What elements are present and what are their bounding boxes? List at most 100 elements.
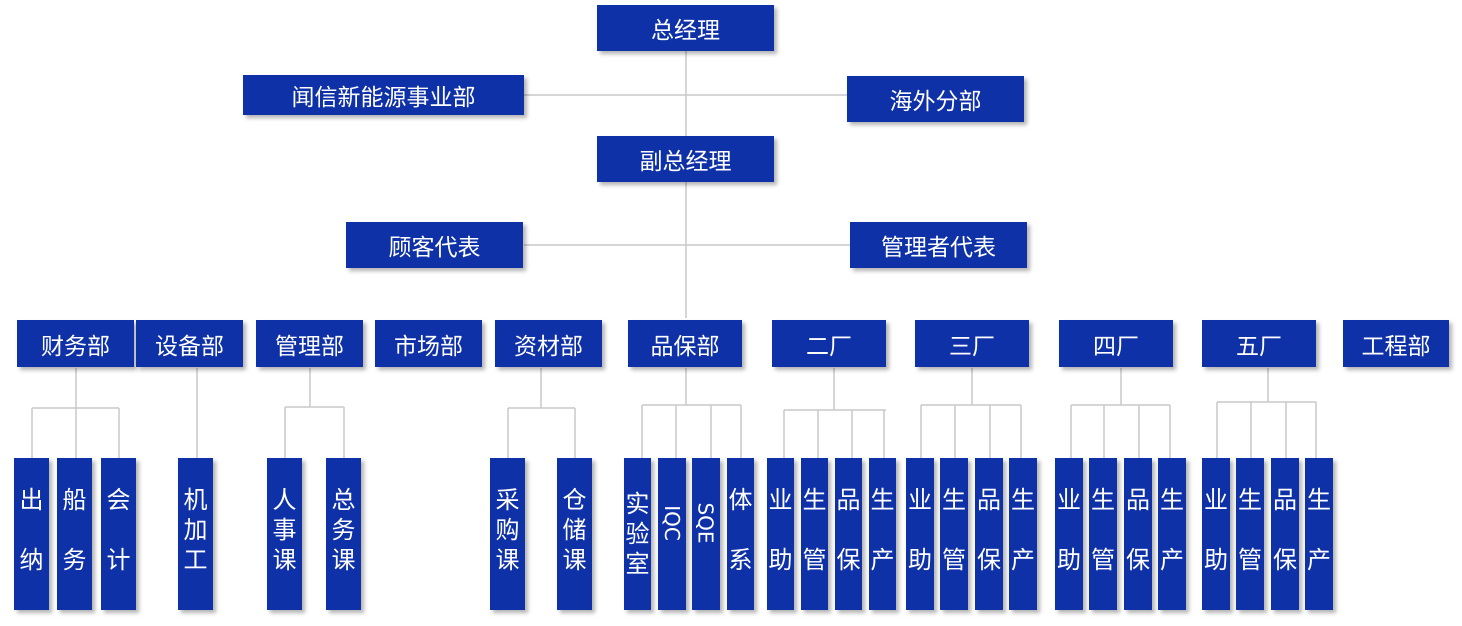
department-equipment: 设备部: [136, 320, 243, 367]
subunit-box: 生产: [1158, 458, 1186, 610]
subunit-box: 仓储课: [557, 458, 592, 610]
department-marketing: 市场部: [375, 320, 482, 367]
label-char: 保: [977, 546, 1001, 574]
subunit-box: 船务: [57, 458, 92, 610]
customer-rep-box: 顾客代表: [346, 222, 523, 268]
department-quality: 品保部: [628, 320, 742, 367]
label-char: 生: [802, 486, 827, 514]
subunit-box: 生管: [1236, 458, 1264, 610]
label-char: 业: [1057, 486, 1081, 514]
label-char: 品: [1126, 486, 1150, 514]
label-char: 保: [836, 546, 861, 574]
label-char: 务: [331, 516, 356, 544]
label-char: 验: [625, 520, 650, 548]
wenxin-new-energy-box: 闻信新能源事业部: [243, 75, 524, 115]
label-char: 助: [1057, 546, 1081, 574]
subunit-box: 机加工: [178, 458, 213, 610]
label-char: 助: [908, 546, 932, 574]
subunit-box: 生产: [1305, 458, 1333, 610]
label-char: 管: [802, 546, 827, 574]
label-char: 产: [1307, 546, 1331, 574]
subunit-box-rotated: SQE: [692, 458, 720, 610]
general-manager-box: 总经理: [597, 5, 774, 51]
label-char: 产: [870, 546, 895, 574]
department-engineering: 工程部: [1343, 320, 1449, 367]
label-char: 业: [1204, 486, 1228, 514]
label-char: 业: [908, 486, 932, 514]
label-char: 管: [1091, 546, 1115, 574]
label-char: 保: [1126, 546, 1150, 574]
label-char: 储: [562, 516, 587, 544]
subunit-box: 业助: [906, 458, 934, 610]
label-char: 产: [1160, 546, 1184, 574]
department-plant-4: 四厂: [1059, 320, 1173, 367]
subunit-box: 生管: [801, 458, 828, 610]
subunit-box: 品保: [1124, 458, 1152, 610]
label-char: 购: [495, 516, 520, 544]
deputy-general-manager-box: 副总经理: [597, 136, 774, 182]
subunit-box: 品保: [975, 458, 1003, 610]
label-char: 品: [1273, 486, 1297, 514]
department-plant-2: 二厂: [772, 320, 886, 367]
subunit-box: 采购课: [490, 458, 525, 610]
subunit-box: 生产: [1009, 458, 1037, 610]
subunit-box: 品保: [835, 458, 862, 610]
label-char: 生: [1238, 486, 1262, 514]
subunit-box: 出纳: [14, 458, 49, 610]
label-char: 保: [1273, 546, 1297, 574]
subunit-box: 业助: [1055, 458, 1083, 610]
label-char: 业: [768, 486, 793, 514]
label-char: 管: [942, 546, 966, 574]
label-char: 船: [62, 486, 87, 514]
label-char: 实: [625, 490, 650, 518]
subunit-box: 生管: [940, 458, 968, 610]
subunit-box: 品保: [1271, 458, 1299, 610]
label-char: 体: [728, 486, 753, 514]
department-management: 管理部: [256, 320, 363, 367]
label-char: 管: [1238, 546, 1262, 574]
label-char: 生: [942, 486, 966, 514]
label-char: 生: [1011, 486, 1035, 514]
department-plant-5: 五厂: [1202, 320, 1316, 367]
label-char: 人: [272, 486, 297, 514]
label-char: 助: [768, 546, 793, 574]
label-char: 课: [562, 546, 587, 574]
label-char: 仓: [562, 486, 587, 514]
label-char: 纳: [19, 546, 44, 574]
label-char: 品: [836, 486, 861, 514]
label-char: 出: [19, 486, 44, 514]
subunit-box: 总务课: [326, 458, 361, 610]
label-char: 生: [1307, 486, 1331, 514]
subunit-box: 会计: [101, 458, 136, 610]
subunit-box: 业助: [767, 458, 794, 610]
label-char: 计: [106, 546, 131, 574]
overseas-branch-box: 海外分部: [847, 76, 1024, 122]
subunit-box: 人事课: [267, 458, 302, 610]
label-char: 生: [1091, 486, 1115, 514]
label-char: 课: [331, 546, 356, 574]
label-char: 产: [1011, 546, 1035, 574]
label-char: 室: [625, 550, 650, 578]
label-char: 事: [272, 516, 297, 544]
management-rep-box: 管理者代表: [850, 222, 1027, 268]
label-char: 总: [331, 486, 356, 514]
department-plant-3: 三厂: [915, 320, 1029, 367]
subunit-box: 实验室: [624, 458, 651, 610]
label-char: 加: [183, 516, 208, 544]
label-char: 会: [106, 486, 131, 514]
subunit-box: 生产: [869, 458, 896, 610]
subunit-box: 生管: [1089, 458, 1117, 610]
label-char: 课: [495, 546, 520, 574]
label-char: 工: [183, 546, 208, 574]
label-char: 系: [728, 546, 753, 574]
label-char: 生: [1160, 486, 1184, 514]
subunit-box-rotated: IQC: [658, 458, 686, 610]
label-char: 生: [870, 486, 895, 514]
label-char: 务: [62, 546, 87, 574]
department-materials: 资材部: [495, 320, 602, 367]
subunit-box: 业助: [1202, 458, 1230, 610]
department-finance: 财务部: [17, 320, 134, 367]
label-char: 采: [495, 486, 520, 514]
label-char: 机: [183, 486, 208, 514]
